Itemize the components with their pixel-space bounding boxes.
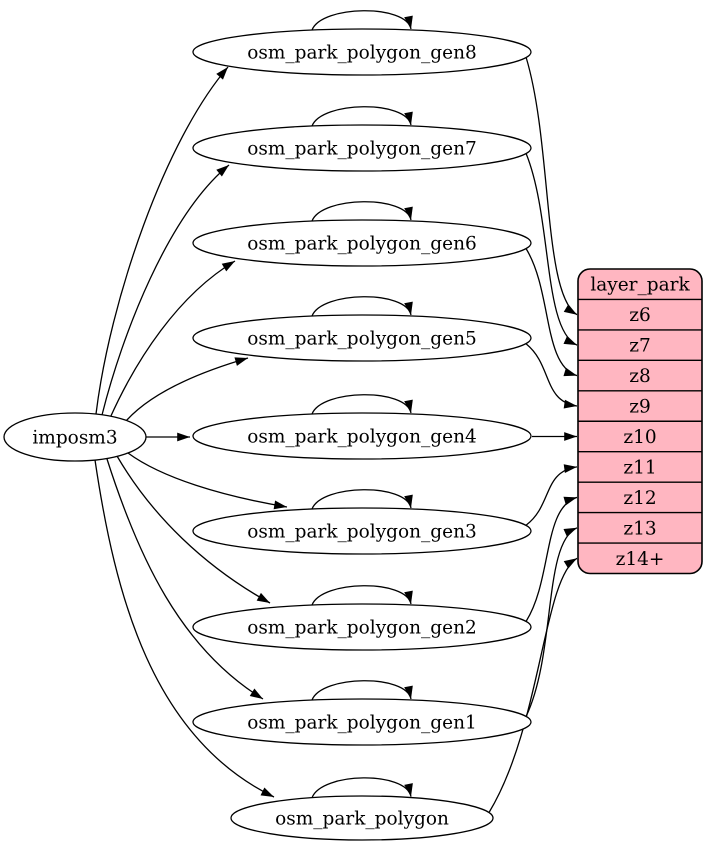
self-loop-osm_park_polygon_gen6 bbox=[311, 201, 413, 222]
edge-imposm3-to-osm_park_polygon_gen5 bbox=[125, 357, 249, 422]
edge-imposm3-to-osm_park_polygon_gen3 bbox=[127, 452, 288, 510]
edges-layer bbox=[94, 10, 578, 813]
node-osm_park_polygon_gen2: osm_park_polygon_gen2 bbox=[192, 603, 532, 651]
row-label-z12: z12 bbox=[623, 488, 656, 509]
edge-osm_park_polygon_gen2-to-row-z12 bbox=[525, 496, 578, 622]
node-osm_park_polygon_gen8-label: osm_park_polygon_gen8 bbox=[247, 43, 477, 64]
node-imposm3-shape bbox=[3, 412, 147, 462]
edge-osm_park_polygon_gen1-to-row-z13 bbox=[525, 527, 578, 717]
layer-park-title: layer_park bbox=[590, 275, 690, 296]
row-label-z14+: z14+ bbox=[616, 549, 665, 570]
node-osm_park_polygon_gen3-shape bbox=[192, 507, 532, 555]
edge-imposm3-to-osm_park_polygon bbox=[94, 459, 275, 798]
node-osm_park_polygon_gen1-shape bbox=[192, 698, 532, 746]
row-label-z8: z8 bbox=[629, 366, 651, 387]
node-osm_park_polygon_gen8-shape bbox=[192, 28, 532, 76]
self-loop-osm_park_polygon_gen2 bbox=[311, 585, 413, 606]
node-osm_park_polygon_gen1-label: osm_park_polygon_gen1 bbox=[247, 713, 477, 734]
row-label-z11: z11 bbox=[623, 457, 656, 478]
self-loop-osm_park_polygon_gen7 bbox=[311, 106, 413, 127]
node-osm_park_polygon_gen3-label: osm_park_polygon_gen3 bbox=[247, 522, 477, 543]
node-osm_park_polygon_gen8: osm_park_polygon_gen8 bbox=[192, 28, 532, 76]
node-osm_park_polygon_gen7-shape bbox=[192, 124, 532, 172]
node-osm_park_polygon_gen1: osm_park_polygon_gen1 bbox=[192, 698, 532, 746]
edge-osm_park_polygon_gen8-to-row-z6 bbox=[525, 57, 578, 316]
self-loop-osm_park_polygon bbox=[311, 777, 413, 798]
node-osm_park_polygon-label: osm_park_polygon bbox=[275, 809, 449, 830]
node-osm_park_polygon_gen4: osm_park_polygon_gen4 bbox=[192, 412, 532, 460]
node-imposm3-label: imposm3 bbox=[32, 428, 117, 449]
node-osm_park_polygon_gen5: osm_park_polygon_gen5 bbox=[192, 314, 532, 362]
node-osm_park_polygon_gen7: osm_park_polygon_gen7 bbox=[192, 124, 532, 172]
row-label-z6: z6 bbox=[629, 305, 651, 326]
self-loop-osm_park_polygon_gen5 bbox=[311, 296, 413, 317]
node-osm_park_polygon_gen6-label: osm_park_polygon_gen6 bbox=[247, 234, 477, 255]
edge-osm_park_polygon_gen7-to-row-z7 bbox=[525, 153, 578, 346]
row-label-z10: z10 bbox=[623, 427, 656, 448]
node-osm_park_polygon_gen4-label: osm_park_polygon_gen4 bbox=[247, 427, 477, 448]
edge-osm_park_polygon_gen3-to-row-z11 bbox=[525, 464, 578, 526]
node-imposm3: imposm3 bbox=[3, 412, 147, 462]
node-osm_park_polygon_gen6: osm_park_polygon_gen6 bbox=[192, 219, 532, 267]
node-osm_park_polygon_gen3: osm_park_polygon_gen3 bbox=[192, 507, 532, 555]
row-label-z9: z9 bbox=[629, 397, 651, 418]
node-osm_park_polygon: osm_park_polygon bbox=[230, 795, 494, 841]
node-osm_park_polygon-shape bbox=[230, 795, 494, 841]
edge-osm_park_polygon_gen6-to-row-z8 bbox=[525, 248, 578, 377]
node-osm_park_polygon_gen4-shape bbox=[192, 412, 532, 460]
self-loop-osm_park_polygon_gen8 bbox=[311, 10, 413, 31]
node-osm_park_polygon_gen2-shape bbox=[192, 603, 532, 651]
node-layer_park: layer_park z6 z7 z8 z9 z10 z11 z12 z13 z14+ bbox=[577, 268, 703, 575]
row-label-z7: z7 bbox=[629, 336, 651, 357]
edge-imposm3-to-osm_park_polygon_gen8 bbox=[95, 66, 229, 415]
self-loop-osm_park_polygon_gen4 bbox=[311, 394, 413, 415]
edge-osm_park_polygon_gen5-to-row-z9 bbox=[525, 343, 578, 409]
row-label-z13: z13 bbox=[623, 518, 656, 539]
node-osm_park_polygon_gen5-label: osm_park_polygon_gen5 bbox=[247, 329, 477, 350]
edge-imposm3-to-osm_park_polygon_gen6 bbox=[109, 260, 236, 419]
edge-imposm3-to-osm_park_polygon_gen7 bbox=[101, 164, 230, 416]
node-osm_park_polygon_gen7-label: osm_park_polygon_gen7 bbox=[247, 139, 477, 160]
self-loop-osm_park_polygon_gen1 bbox=[311, 680, 413, 701]
node-osm_park_polygon_gen2-label: osm_park_polygon_gen2 bbox=[247, 618, 477, 639]
edge-imposm3-to-osm_park_polygon_gen1 bbox=[106, 458, 264, 700]
node-osm_park_polygon_gen5-shape bbox=[192, 314, 532, 362]
nodes-layer: imposm3 osm_park_polygon_gen8 osm_park_pol… bbox=[3, 28, 703, 841]
edge-imposm3-to-osm_park_polygon_gen2 bbox=[116, 455, 271, 604]
edge-osm_park_polygon-to-row-z14+ bbox=[488, 557, 578, 813]
node-osm_park_polygon_gen6-shape bbox=[192, 219, 532, 267]
self-loop-osm_park_polygon_gen3 bbox=[311, 489, 413, 510]
